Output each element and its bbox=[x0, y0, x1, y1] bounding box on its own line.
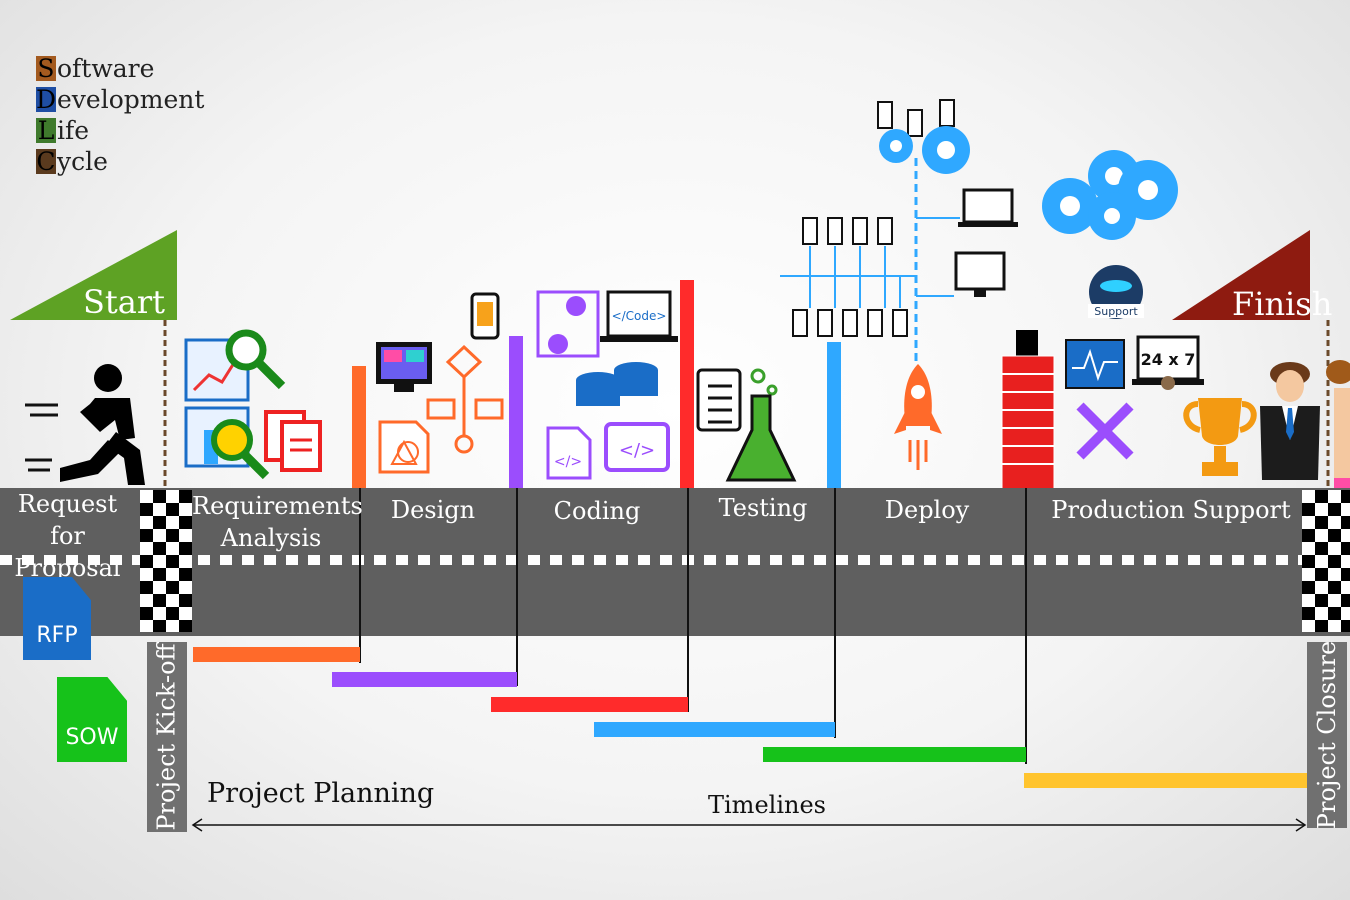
separator-coding bbox=[687, 488, 689, 712]
phase-design: Design bbox=[360, 494, 506, 526]
deploy-network-icon bbox=[780, 99, 1018, 363]
phase-label-line2: Analysis bbox=[220, 524, 322, 552]
phase-label: Deploy bbox=[884, 496, 970, 524]
gears-icon bbox=[1042, 150, 1178, 240]
support-globe-icon: Support bbox=[1088, 265, 1144, 319]
requirements-post bbox=[352, 366, 366, 490]
project-kickoff-label: Project Kick-off bbox=[147, 642, 187, 832]
sow-label: SOW bbox=[65, 725, 119, 750]
firewall-icon bbox=[1001, 330, 1055, 491]
timelines-label: Timelines bbox=[708, 791, 826, 819]
rfp-document-icon: RFP bbox=[23, 577, 91, 660]
coding-post bbox=[680, 280, 694, 490]
acronym-cycle: Cycle bbox=[36, 147, 108, 176]
hours-label: 24 x 7 bbox=[1141, 350, 1196, 369]
start-label: Start bbox=[83, 283, 166, 321]
phase-label: Testing bbox=[718, 494, 808, 522]
acronym-development: Development bbox=[36, 85, 205, 114]
separator-deploy bbox=[1025, 488, 1027, 764]
phase-label-line1: Requirements bbox=[192, 492, 363, 520]
svg-text:</>: </> bbox=[619, 440, 655, 461]
phase-request-for-proposal: Request for Proposal bbox=[0, 488, 135, 584]
acronym-software: Software bbox=[36, 54, 155, 83]
timeline-bar-production-support bbox=[1024, 773, 1307, 788]
finish-label: Finish bbox=[1232, 285, 1333, 323]
closure-text: Project Closure bbox=[1313, 640, 1341, 830]
trophy-icon bbox=[1183, 398, 1257, 476]
hours-laptop-icon: 24 x 7 bbox=[1132, 335, 1204, 390]
timeline-bar-deploy bbox=[763, 747, 1026, 762]
svg-text:</>: </> bbox=[554, 454, 582, 470]
running-man-icon bbox=[25, 364, 145, 485]
testing-icons bbox=[696, 368, 797, 482]
project-planning-label: Project Planning bbox=[207, 778, 435, 809]
start-checkered-line bbox=[140, 490, 192, 632]
timeline-bar-coding bbox=[491, 697, 688, 712]
monitor-icon bbox=[1065, 339, 1125, 389]
analysis-chart-icon bbox=[184, 329, 322, 480]
start-flag bbox=[10, 230, 177, 490]
phase-label: Coding bbox=[553, 497, 641, 525]
support-label: Support bbox=[1094, 305, 1138, 318]
coding-icons: </Code> </> </> bbox=[536, 290, 678, 480]
phase-label-line1: Request for bbox=[17, 490, 118, 550]
timeline-arrow bbox=[191, 818, 1307, 832]
phase-label: Production Support bbox=[1051, 496, 1291, 524]
phase-label: Design bbox=[390, 496, 476, 524]
phase-testing: Testing bbox=[687, 492, 839, 524]
rfp-label: RFP bbox=[36, 623, 78, 648]
phase-coding: Coding bbox=[516, 495, 678, 527]
finish-checkered-line bbox=[1302, 490, 1350, 632]
kickoff-text: Project Kick-off bbox=[153, 643, 181, 831]
finish-flag bbox=[1172, 230, 1330, 490]
phase-requirements-analysis: Requirements Analysis bbox=[192, 490, 363, 554]
design-post bbox=[509, 336, 523, 490]
tools-icon bbox=[1076, 402, 1134, 460]
sow-document-icon: SOW bbox=[57, 677, 127, 762]
testing-post bbox=[827, 342, 841, 490]
separator-design bbox=[516, 488, 518, 686]
timeline-bar-design bbox=[332, 672, 517, 687]
woman-figure-icon bbox=[1326, 360, 1350, 488]
code-label: </Code> bbox=[612, 309, 667, 323]
phase-deploy: Deploy bbox=[834, 494, 1020, 526]
separator-testing bbox=[834, 488, 836, 738]
rocket-icon bbox=[894, 364, 942, 470]
timeline-bar-requirements bbox=[193, 647, 360, 662]
phase-production-support: Production Support bbox=[1026, 494, 1316, 526]
road-center-line bbox=[0, 555, 1350, 565]
businessman-icon bbox=[1260, 362, 1320, 480]
design-icons bbox=[376, 292, 504, 474]
timeline-bar-testing bbox=[594, 722, 835, 737]
project-closure-label: Project Closure bbox=[1307, 640, 1347, 830]
separator-requirements bbox=[359, 488, 361, 663]
